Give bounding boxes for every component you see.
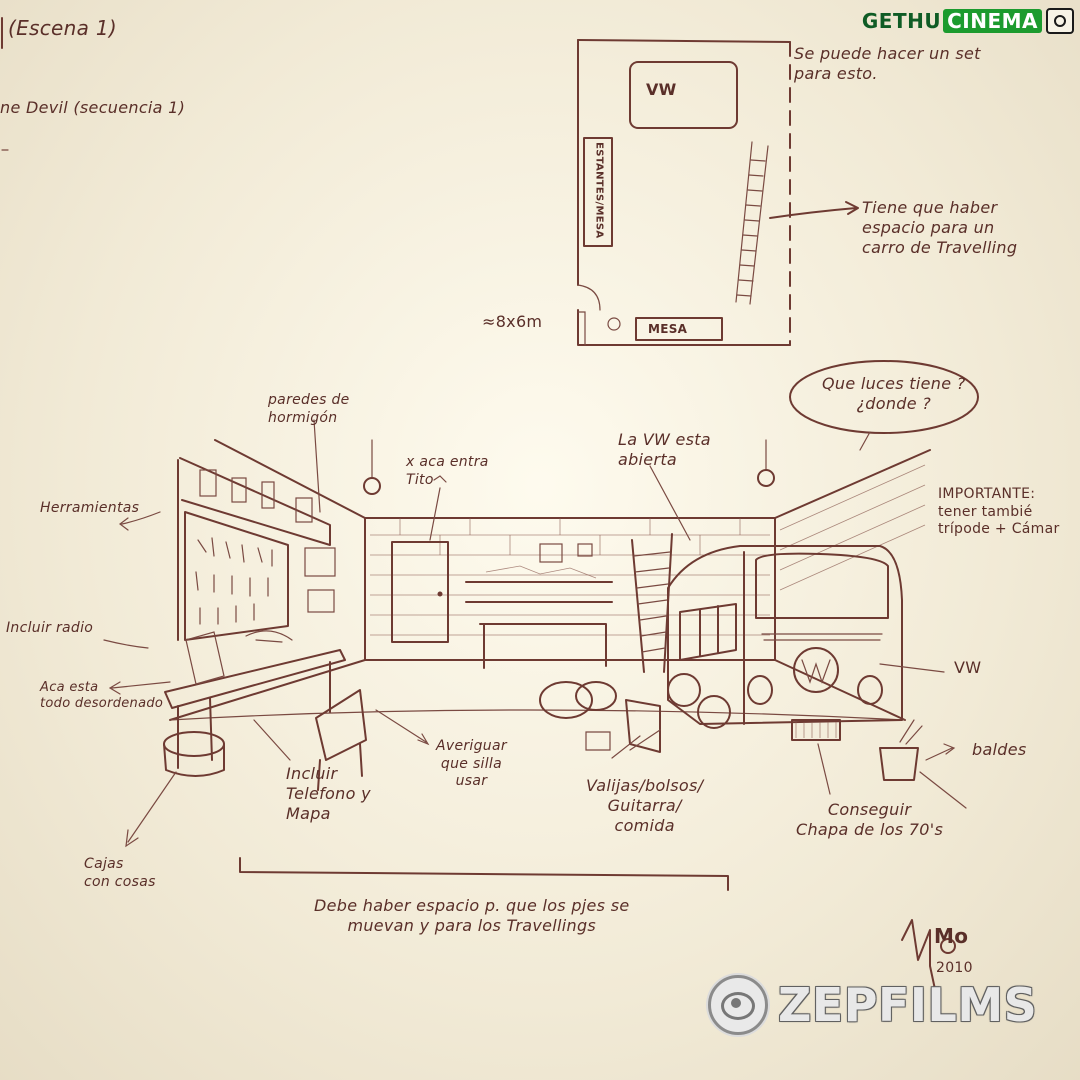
- note-walls: paredes de hormigón: [268, 392, 350, 426]
- signature-mark: [901, 919, 956, 995]
- floor-plan: [577, 39, 859, 346]
- floorplan-dimensions: ≈8x6m: [482, 312, 543, 331]
- note-vw-open: La VW esta abierta: [618, 430, 711, 469]
- note-messy: Aca esta todo desordenado: [40, 680, 164, 712]
- note-chair: Averiguar que silla usar: [436, 738, 507, 789]
- floorplan-shelves-label: ESTANTES/MESA: [593, 142, 605, 239]
- sequence-title: ne Devil (secuencia 1): [0, 98, 186, 117]
- note-tito: x aca entra Tito: [406, 454, 489, 488]
- note-plate: Conseguir Chapa de los 70's: [796, 800, 944, 839]
- gethu-cinema-watermark: GETHU CINEMA: [862, 6, 1074, 36]
- note-buckets: baldes: [972, 740, 1027, 759]
- zepfilms-logo: ZEPFILMS: [708, 975, 1037, 1035]
- note-space: Debe haber espacio p. que los pjes se mu…: [314, 896, 630, 935]
- floorplan-vw-label: VW: [646, 80, 677, 99]
- floorplan-table-label: MESA: [648, 322, 688, 336]
- garage-sketch: [103, 360, 979, 891]
- zepfilms-emblem-icon: [708, 975, 768, 1035]
- note-boxes: Cajas con cosas: [84, 856, 156, 890]
- cinema-text: CINEMA: [943, 9, 1042, 33]
- note-phone-map: Incluir Telefono y Mapa: [286, 764, 371, 823]
- camera-icon: [1046, 8, 1074, 34]
- vw-van-sketch: [667, 545, 903, 741]
- note-important: IMPORTANTE: tener tambié trípode + Cámar: [938, 486, 1060, 537]
- note-tools: Herramientas: [40, 500, 140, 516]
- signature-year: 2010: [936, 960, 973, 976]
- note-radio: Incluir radio: [6, 620, 94, 636]
- note-vw: VW: [954, 658, 982, 677]
- note-travelling: Tiene que haber espacio para un carro de…: [862, 198, 1018, 257]
- gethu-text: GETHU: [861, 9, 942, 33]
- note-luggage: Valijas/bolsos/ Guitarra/ comida: [586, 776, 704, 835]
- note-set: Se puede hacer un set para esto.: [794, 44, 981, 83]
- zepfilms-wordmark: ZEPFILMS: [778, 978, 1038, 1032]
- signature-initials: Mo: [934, 924, 969, 948]
- note-lights-question: Que luces tiene ? ¿donde ?: [822, 374, 966, 413]
- scene-title: (Escena 1): [8, 16, 117, 40]
